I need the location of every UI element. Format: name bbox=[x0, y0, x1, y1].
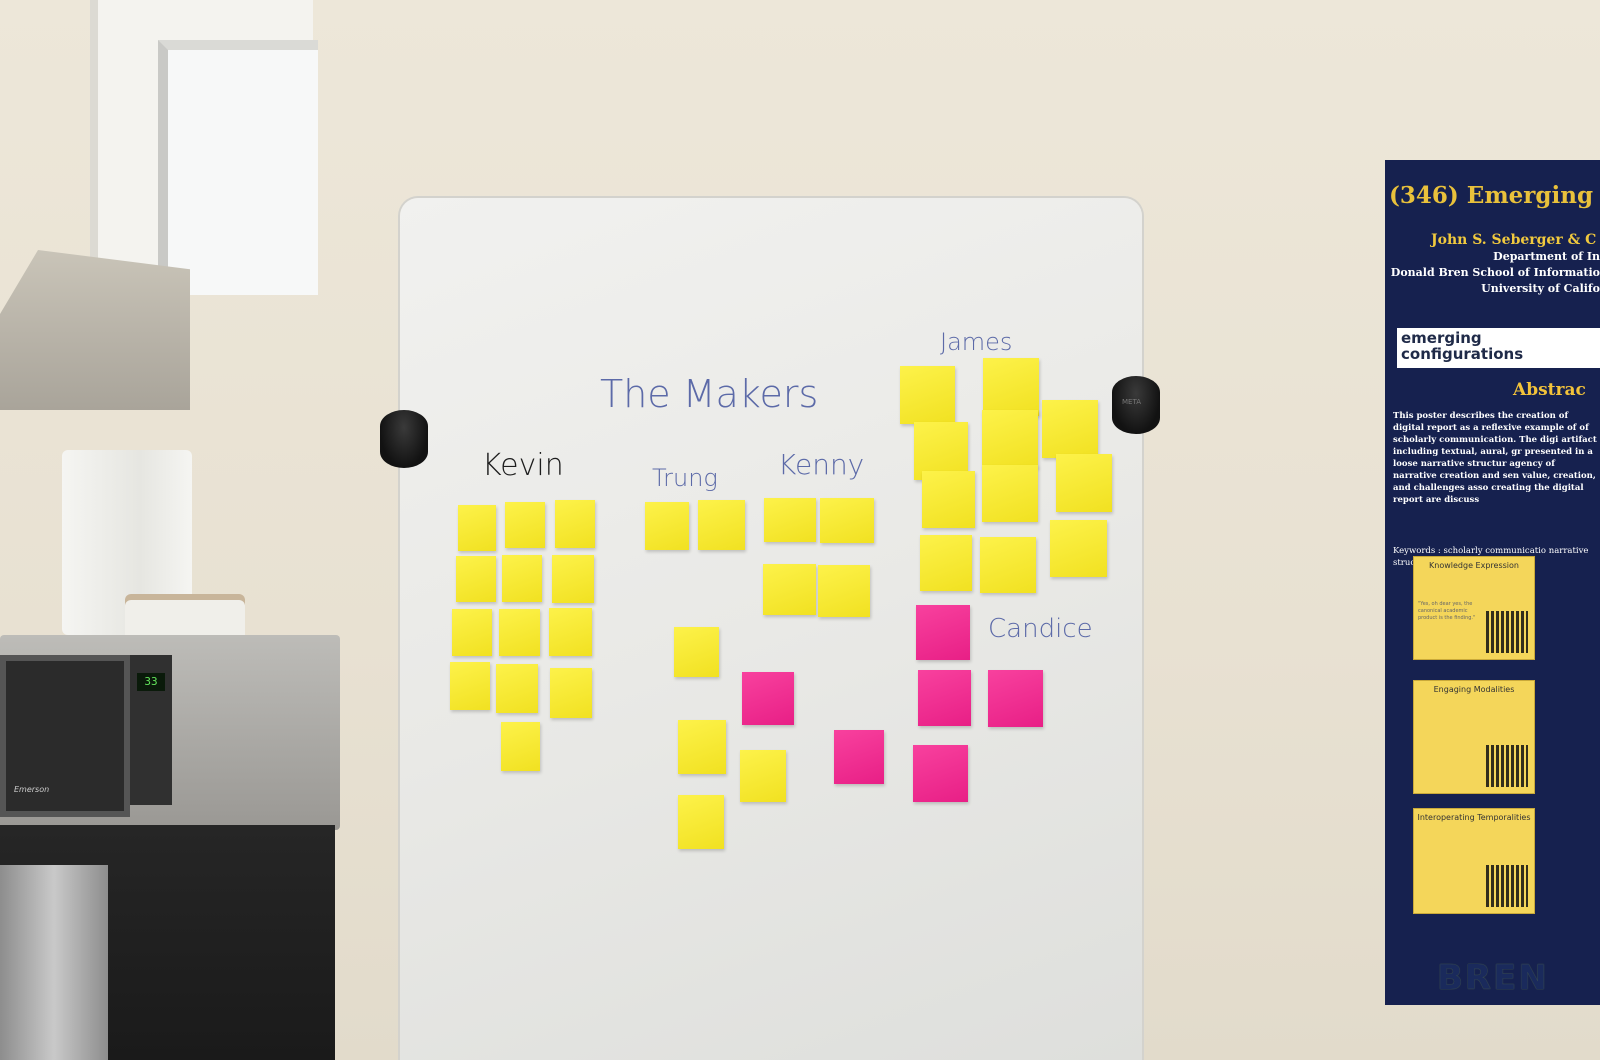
sticky-note bbox=[818, 565, 870, 617]
sticky-note bbox=[678, 720, 726, 774]
sticky-note bbox=[1050, 520, 1107, 577]
name-kevin: Kevin bbox=[482, 448, 564, 483]
microwave-display: 33 bbox=[137, 673, 165, 691]
name-james: James bbox=[940, 328, 1013, 356]
poster-university: University of Califo bbox=[1481, 282, 1600, 295]
qr-code-icon bbox=[1486, 745, 1528, 787]
poster-author: John S. Seberger & C bbox=[1431, 232, 1597, 248]
magnet-left bbox=[380, 410, 428, 468]
microwave: 33 Emerson bbox=[0, 635, 340, 830]
poster-abstract-heading: Abstrac bbox=[1513, 380, 1586, 400]
sticky-note bbox=[552, 555, 594, 603]
poster-card-body bbox=[1414, 695, 1534, 707]
sticky-note bbox=[922, 471, 975, 528]
sticky-note bbox=[982, 410, 1038, 468]
sticky-note-pink bbox=[918, 670, 971, 726]
sticky-note bbox=[550, 668, 592, 718]
poster-department: Department of In bbox=[1493, 250, 1600, 263]
board-title: The Makers bbox=[600, 372, 819, 416]
sticky-note bbox=[501, 722, 540, 771]
sticky-note bbox=[499, 609, 540, 656]
window bbox=[90, 0, 318, 295]
shelf bbox=[0, 250, 190, 410]
poster-abstract-text: This poster describes the creation of di… bbox=[1393, 411, 1597, 505]
sticky-note bbox=[1056, 454, 1112, 512]
poster-banner-box bbox=[1397, 328, 1600, 368]
sticky-note-pink bbox=[913, 745, 968, 802]
poster-card-body: "Yes, oh dear yes, the canonical academi… bbox=[1418, 601, 1476, 621]
poster-school: Donald Bren School of Informatio bbox=[1390, 266, 1600, 279]
sticky-note bbox=[914, 422, 968, 480]
name-kenny: Kenny bbox=[778, 448, 865, 481]
sticky-note bbox=[549, 608, 592, 656]
sticky-note bbox=[740, 750, 786, 802]
sticky-note bbox=[674, 627, 719, 677]
name-candice: Candice bbox=[988, 614, 1093, 644]
sticky-note bbox=[678, 795, 724, 849]
poster-banner-line1: emerging bbox=[1401, 329, 1482, 347]
poster-title: (346) Emerging bbox=[1389, 182, 1594, 209]
sticky-note bbox=[698, 500, 745, 550]
poster-card-heading: Interoperating Temporalities bbox=[1417, 813, 1531, 822]
mini-fridge bbox=[0, 825, 335, 1060]
sticky-note bbox=[980, 537, 1036, 593]
poster-banner-line2: configurations bbox=[1401, 345, 1524, 363]
sticky-note bbox=[458, 505, 496, 551]
poster-card: Engaging Modalities bbox=[1413, 680, 1535, 794]
qr-code-icon bbox=[1486, 865, 1528, 907]
sticky-note bbox=[1042, 400, 1098, 458]
sticky-note bbox=[456, 556, 496, 602]
fridge-door bbox=[0, 865, 108, 1060]
sticky-note bbox=[763, 564, 816, 615]
sticky-note bbox=[452, 609, 492, 656]
sticky-note-pink bbox=[742, 672, 794, 725]
microwave-brand: Emerson bbox=[14, 785, 50, 794]
sticky-note bbox=[450, 662, 490, 710]
poster-card-heading: Engaging Modalities bbox=[1433, 685, 1515, 694]
sticky-note bbox=[496, 664, 538, 713]
sticky-note bbox=[555, 500, 595, 548]
sticky-note-pink bbox=[834, 730, 884, 784]
magnet-label: META bbox=[1122, 398, 1141, 406]
poster-footer-logo: BREN bbox=[1437, 958, 1549, 998]
research-poster: (346) Emerging John S. Seberger & C Depa… bbox=[1385, 160, 1600, 1005]
qr-code-icon bbox=[1486, 611, 1528, 653]
sticky-note bbox=[983, 358, 1039, 416]
poster-card: Knowledge Expression "Yes, oh dear yes, … bbox=[1413, 556, 1535, 660]
poster-card-body bbox=[1414, 823, 1534, 835]
poster-banner: emerging configurations bbox=[1401, 330, 1523, 362]
sticky-note-pink bbox=[988, 670, 1043, 727]
name-trung: Trung bbox=[652, 464, 718, 492]
poster-card-heading: Knowledge Expression bbox=[1429, 561, 1519, 570]
poster-card: Interoperating Temporalities bbox=[1413, 808, 1535, 914]
sticky-note bbox=[982, 465, 1038, 522]
sticky-note bbox=[502, 555, 542, 602]
sticky-note bbox=[920, 535, 972, 591]
sticky-note bbox=[820, 498, 874, 543]
sticky-note-pink bbox=[916, 605, 970, 660]
sticky-note bbox=[900, 366, 955, 424]
sticky-note bbox=[645, 502, 689, 550]
window-pane bbox=[158, 40, 318, 295]
sticky-note bbox=[764, 498, 816, 542]
microwave-door bbox=[0, 655, 130, 817]
paper-plates bbox=[125, 600, 245, 640]
magnet-right: META bbox=[1112, 376, 1160, 434]
sticky-note bbox=[505, 502, 545, 548]
